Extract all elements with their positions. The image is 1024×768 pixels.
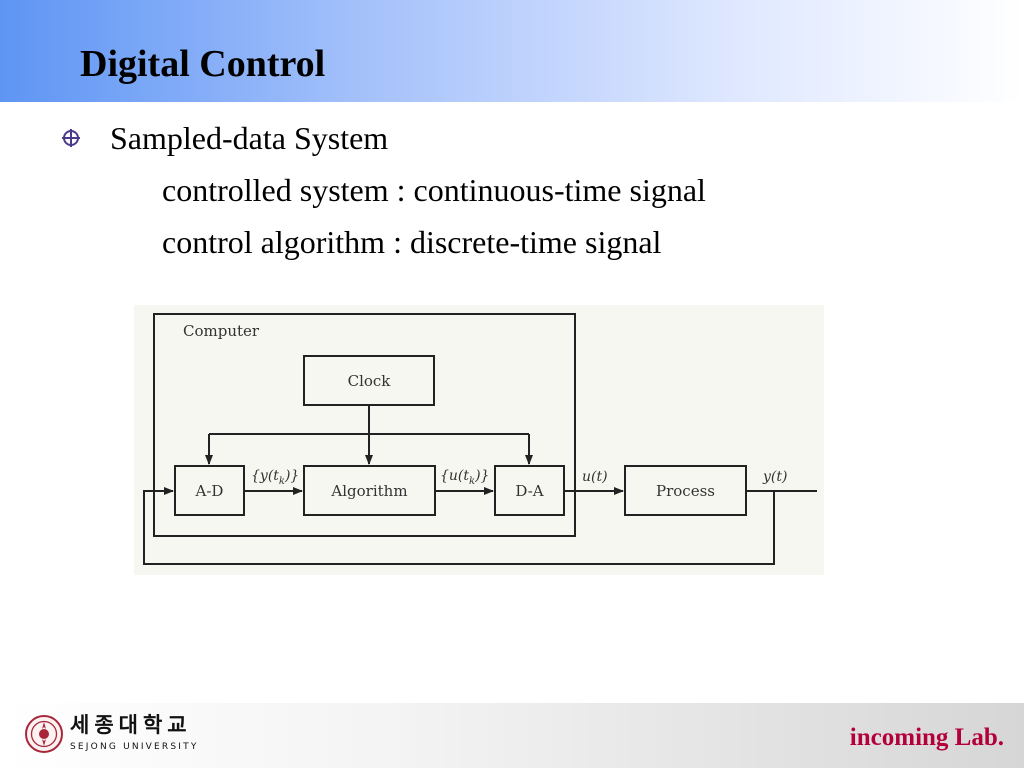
lab-name: incoming Lab. xyxy=(849,724,1004,751)
block-diagram: Computer Clock A-D Algorithm D-A Process… xyxy=(134,305,824,575)
university-name-english: SEJONG UNIVERSITY xyxy=(70,742,199,752)
clock-label: Clock xyxy=(348,372,392,390)
process-label: Process xyxy=(656,482,715,500)
bullet-sampled-data: Sampled-data System xyxy=(110,120,389,156)
feedback-path xyxy=(143,487,775,565)
ad-label: A-D xyxy=(195,482,224,500)
sub-line-control-algorithm: control algorithm : discrete-time signal xyxy=(162,224,662,260)
da-label: D-A xyxy=(515,482,543,500)
clock-block xyxy=(303,355,435,406)
footer-bar xyxy=(0,703,1024,768)
signal-u-t: u(t) xyxy=(582,469,608,485)
title-bar xyxy=(0,0,1024,102)
crosshair-circle-icon xyxy=(62,129,80,147)
university-seal-icon xyxy=(25,715,63,753)
signal-y-tk: {y(tk)} xyxy=(251,468,299,487)
computer-label: Computer xyxy=(183,322,260,340)
ad-block xyxy=(174,465,245,516)
slide-title: Digital Control xyxy=(80,43,326,85)
university-name-korean: 세종대학교 xyxy=(70,713,192,737)
signal-y-t: y(t) xyxy=(762,469,787,485)
signal-u-tk: {u(tk)} xyxy=(440,468,489,487)
algorithm-label: Algorithm xyxy=(330,482,407,500)
algorithm-block xyxy=(303,465,436,516)
computer-boundary xyxy=(153,313,576,537)
da-block xyxy=(494,465,565,516)
sub-line-controlled-system: controlled system : continuous-time sign… xyxy=(162,172,706,208)
